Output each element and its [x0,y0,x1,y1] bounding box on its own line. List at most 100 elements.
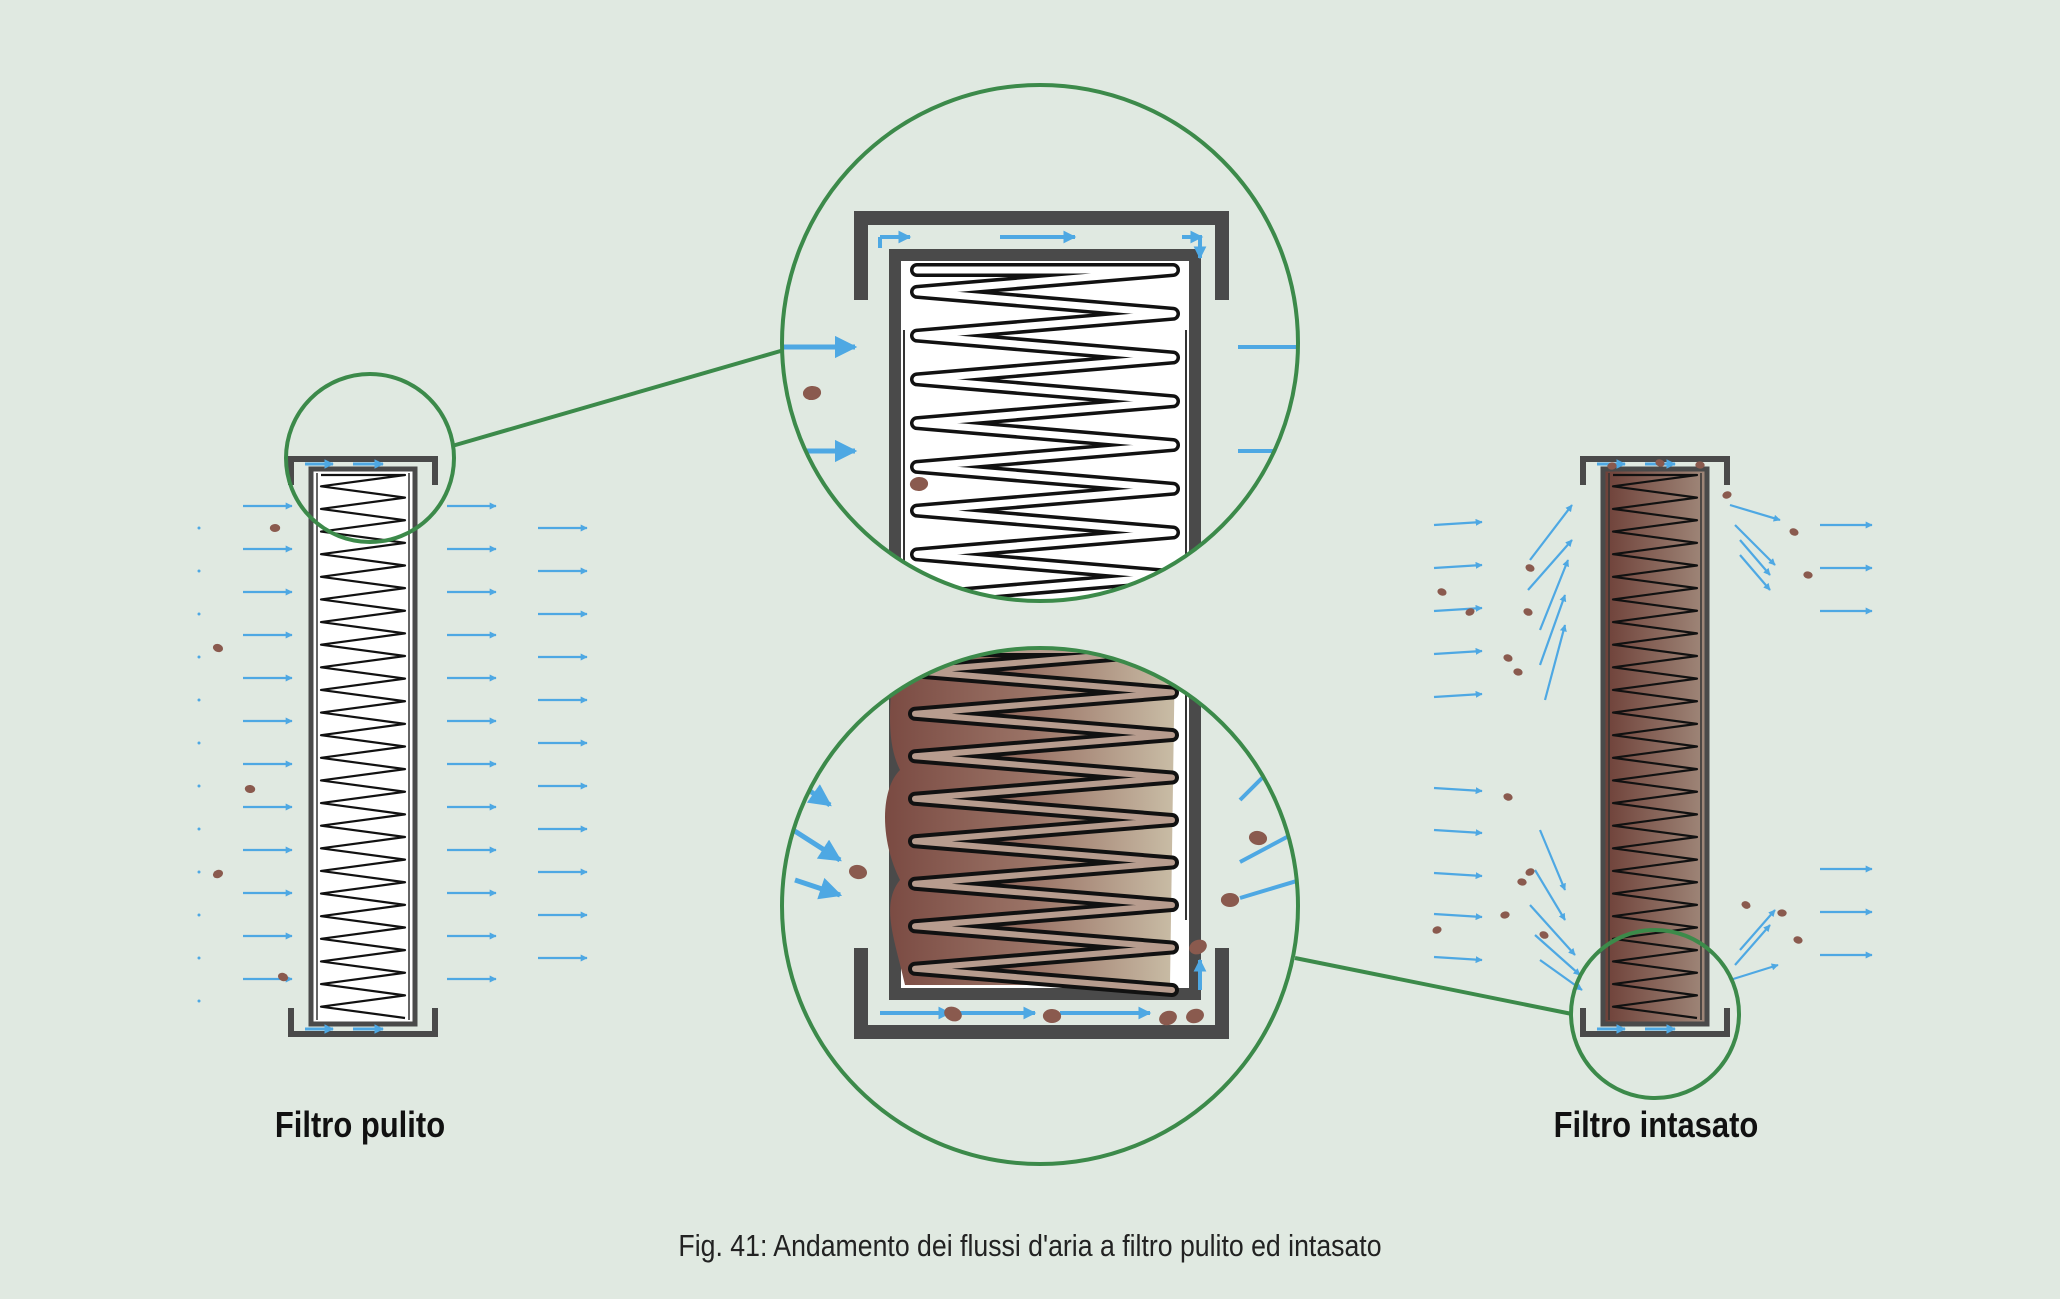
figure-caption: Fig. 41: Andamento dei flussi d'aria a f… [678,1228,1382,1263]
airflow-arrow-icon [1433,786,1483,795]
airflow-arrow-icon [197,612,201,616]
zoom-circle-icon [780,646,1300,1166]
dust-particle-icon [1525,868,1535,876]
zoom-circle-icon [1569,928,1741,1100]
clean-filter [288,456,438,1037]
airflow-arrow-icon [1739,539,1771,576]
airflow-arrow-icon [1529,904,1576,956]
airflow-arrow-icon [1433,955,1483,964]
dust-particle-icon [1525,564,1535,572]
airflow-arrow-icon [1433,561,1483,570]
filter-frame-bottom [288,1008,438,1037]
dust-particle-icon [1655,459,1665,467]
dust-particle-icon [1503,793,1513,801]
zoom-detail-clogged [780,646,1300,1166]
dust-particle-icon [1513,668,1523,676]
zoom-circle-icon [284,372,456,544]
clogged-filter-label: Filtro intasato [1553,1104,1759,1145]
airflow-arrow-icon [1534,869,1566,921]
airflow-arrow-icon [1729,963,1779,982]
airflow-arrow-icon [197,655,201,659]
airflow-arrow-icon [1543,624,1567,701]
airflow-arrow-icon [788,825,842,863]
airflow-arrow-icon [1433,518,1483,527]
airflow-arrow-icon [197,526,201,530]
airflow-arrow-icon [197,913,201,917]
airflow-arrow-icon [1527,539,1573,591]
dust-particle-icon [1465,608,1475,616]
airflow-arrow-icon [197,827,201,831]
zoom-detail-clean [780,83,1300,603]
filter-frame-bottom [854,948,1229,1039]
airflow-arrow-icon [1739,909,1776,951]
dust-particle-icon [1793,936,1803,944]
dust-particle-icon [1607,462,1617,470]
airflow-arrow-icon [1734,524,1776,566]
airflow-arrow-icon [1433,912,1483,921]
airflow-arrow-icon [1433,828,1483,837]
dust-particle-icon [1189,939,1207,955]
dust-particle-icon [212,643,224,653]
airflow-arrow-icon [794,877,843,900]
filter-pleats [319,473,407,1020]
dust-particle-icon [1777,909,1787,917]
dust-particle-icon [1539,931,1549,939]
dust-particle-icon [802,385,822,401]
dust-particle-icon [1186,1008,1204,1024]
airflow-arrow-icon [1729,503,1781,522]
airflow-arrow-icon [1739,554,1771,591]
dust-particle-icon [1803,571,1813,579]
dust-particle-icon [909,476,929,492]
clean-filter-label: Filtro pulito [274,1104,446,1145]
airflow-arrow-icon [1538,594,1567,666]
dust-particle-icon [269,523,281,533]
airflow-arrow-icon [1433,604,1483,613]
clean-filter-airflow [197,502,588,1003]
airflow-arrow-icon [1534,934,1581,976]
airflow-arrow-icon [197,698,201,702]
zoom-circle-icon [780,83,1300,603]
airflow-arrow-icon [1529,504,1573,561]
dust-particle-icon [1248,830,1268,846]
dust-particle-icon [1042,1008,1062,1024]
dust-particle-icon [1741,901,1751,909]
dust-particle-icon [1500,911,1510,919]
airflow-arrow-icon [197,870,201,874]
airflow-arrow-icon [197,784,201,788]
airflow-arrow-icon [197,956,201,960]
clogged-filter-airflow [1432,459,1873,991]
airflow-arrow-icon [1433,690,1483,699]
filter-frame-top [1580,456,1730,485]
zoom-connector-bottom [1294,956,1573,1016]
dust-particle-icon [1437,588,1447,596]
dust-particle-icon [244,784,256,794]
dust-particle-icon [944,1006,962,1022]
airflow-arrow-icon [197,741,201,745]
airflow-arrow-icon [1734,924,1771,966]
dust-particle-icon [1432,926,1442,934]
airflow-arrow-icon [197,569,201,573]
dust-particle-icon [1159,1010,1177,1026]
dust-particle-icon [1789,528,1799,536]
dust-particle-icon [1517,878,1527,886]
filter-pleats [912,648,1175,993]
dust-particle-icon [1503,654,1513,662]
dust-particle-icon [277,972,289,982]
airflow-arrow-icon [197,999,201,1003]
dust-particle-icon [212,869,224,879]
filter-frame-bottom [1580,1008,1730,1037]
airflow-arrow-icon [1433,647,1483,656]
airflow-arrow-icon [1538,559,1570,631]
filter-frame-top [288,456,438,485]
dust-particle-icon [1523,608,1533,616]
dust-particle-icon [848,864,868,880]
filter-frame-top [854,211,1229,300]
filter-pleats [913,266,1177,601]
zoom-connector-top [451,348,785,448]
airflow-arrow-icon [1433,871,1483,880]
dust-particle-icon [1695,461,1705,469]
airflow-arrow-icon [1538,829,1567,891]
filter-pleats [1611,473,1699,1020]
